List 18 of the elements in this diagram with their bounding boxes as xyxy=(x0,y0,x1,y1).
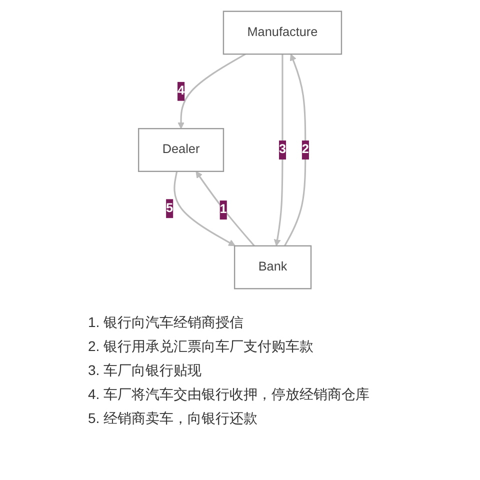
note-text: 5. 经销商卖车，向银行还款 xyxy=(88,409,259,428)
arrow xyxy=(284,54,306,246)
edge-label: 3 xyxy=(278,142,286,156)
node-box: Dealer xyxy=(138,128,224,172)
edge-label: 1 xyxy=(220,202,227,216)
edge-label: 5 xyxy=(166,202,174,215)
node-box: Manufacture xyxy=(222,10,342,55)
edge-label: 4 xyxy=(177,84,185,98)
note-text: 3. 车厂向银行贴现 xyxy=(88,361,203,380)
arrow xyxy=(178,53,246,129)
arrow xyxy=(174,171,236,246)
edge-label: 2 xyxy=(302,142,309,156)
note-text: 2. 银行用承兑汇票向车厂支付购车款 xyxy=(88,337,315,356)
node-box: Bank xyxy=(234,245,312,290)
arrow xyxy=(274,54,284,246)
note-text: 1. 银行向汽车经销商授信 xyxy=(88,313,245,332)
note-text: 4. 车厂将汽车交由银行收押，停放经销商仓库 xyxy=(88,385,371,404)
arrow xyxy=(196,171,255,246)
